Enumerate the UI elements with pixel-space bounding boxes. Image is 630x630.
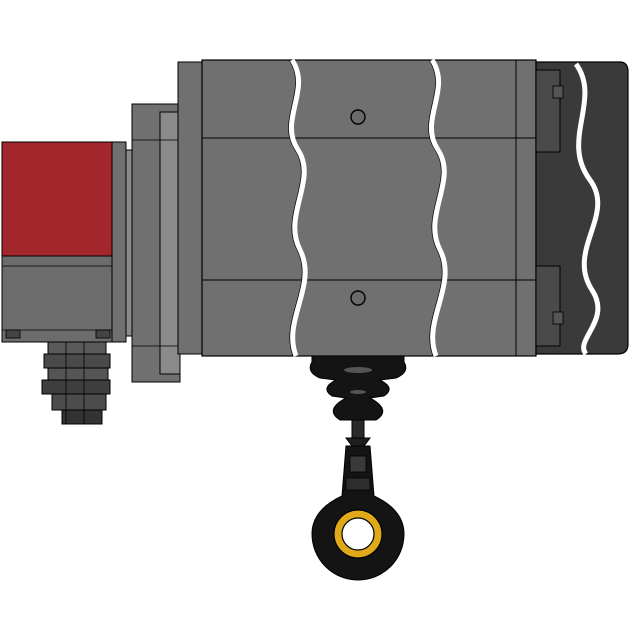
screw-hole-bottom (350, 290, 366, 306)
cable-connector-icon (41, 341, 111, 425)
mounting-flange (131, 61, 205, 383)
main-housing (201, 58, 537, 357)
bearing-bore (341, 517, 375, 551)
encoder-body (1, 255, 119, 343)
break-line-right (428, 58, 448, 357)
encoder-unit (1, 141, 135, 343)
break-line-left (288, 58, 308, 357)
end-cap (535, 61, 629, 356)
bellows (309, 355, 407, 421)
encoder-cover (1, 141, 113, 259)
screw-hole-top (350, 109, 366, 125)
rod-eye-icon (309, 355, 407, 581)
